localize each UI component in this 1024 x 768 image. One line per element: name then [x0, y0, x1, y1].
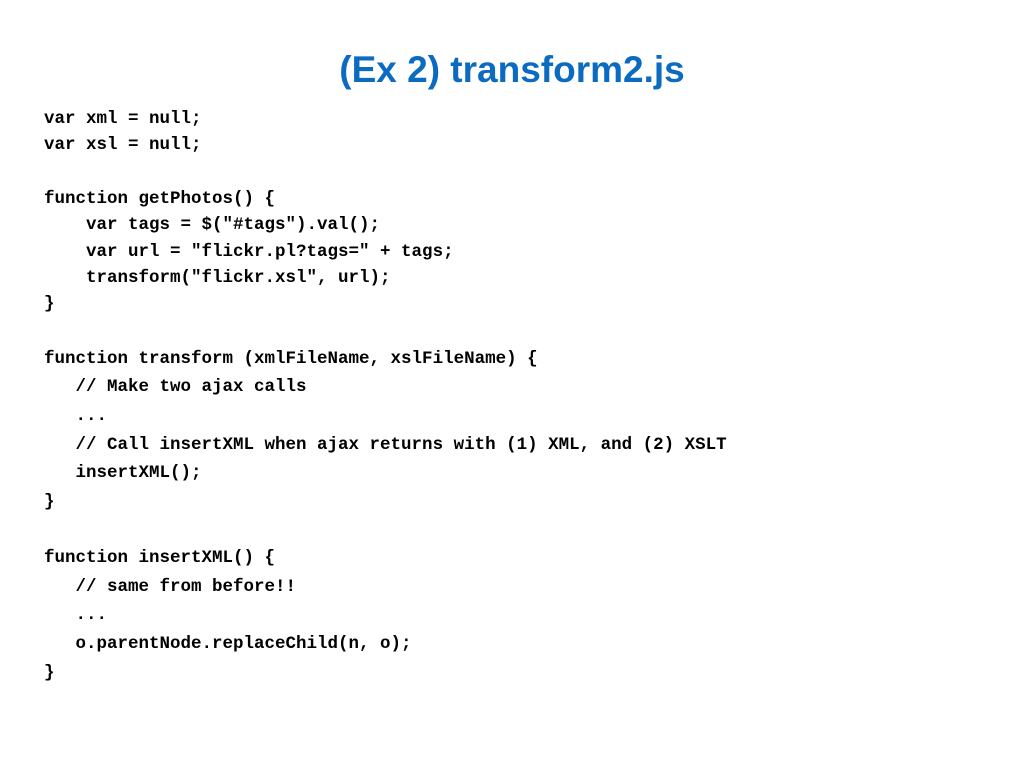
- code-line: function transform (xmlFileName, xslFile…: [44, 348, 538, 369]
- code-line: // Call insertXML when ajax returns with…: [44, 434, 727, 455]
- slide-title: (Ex 2) transform2.js: [339, 49, 685, 90]
- code-line: ...: [44, 605, 108, 626]
- code-section-globals: var xml = null; var xsl = null;: [44, 106, 727, 159]
- code-line: ...: [44, 406, 108, 427]
- code-section-get-photos: function getPhotos() { var tags = $("#ta…: [44, 186, 727, 318]
- code-section-transform: function transform (xmlFileName, xslFile…: [44, 345, 727, 517]
- code-blank-line: [44, 159, 727, 186]
- code-line: function insertXML() {: [44, 547, 276, 568]
- code-blank-line: [44, 318, 727, 345]
- code-blank-line: [44, 517, 727, 544]
- code-line: // Make two ajax calls: [44, 377, 307, 398]
- code-line: }: [44, 662, 55, 683]
- code-line: transform("flickr.xsl", url);: [44, 267, 391, 288]
- code-line: o.parentNode.replaceChild(n, o);: [44, 633, 412, 654]
- code-line: var xsl = null;: [44, 135, 202, 156]
- code-line: }: [44, 294, 55, 315]
- code-line: var tags = $("#tags").val();: [44, 215, 381, 236]
- code-line: // same from before!!: [44, 576, 297, 597]
- code-line: var xml = null;: [44, 109, 202, 129]
- code-section-insert-xml: function insertXML() { // same from befo…: [44, 544, 727, 687]
- code-line: var url = "flickr.pl?tags=" + tags;: [44, 241, 454, 262]
- code-line: }: [44, 492, 55, 513]
- code-line: insertXML();: [44, 463, 202, 484]
- code-line: function getPhotos() {: [44, 188, 276, 209]
- code-listing: var xml = null; var xsl = null; function…: [44, 106, 727, 687]
